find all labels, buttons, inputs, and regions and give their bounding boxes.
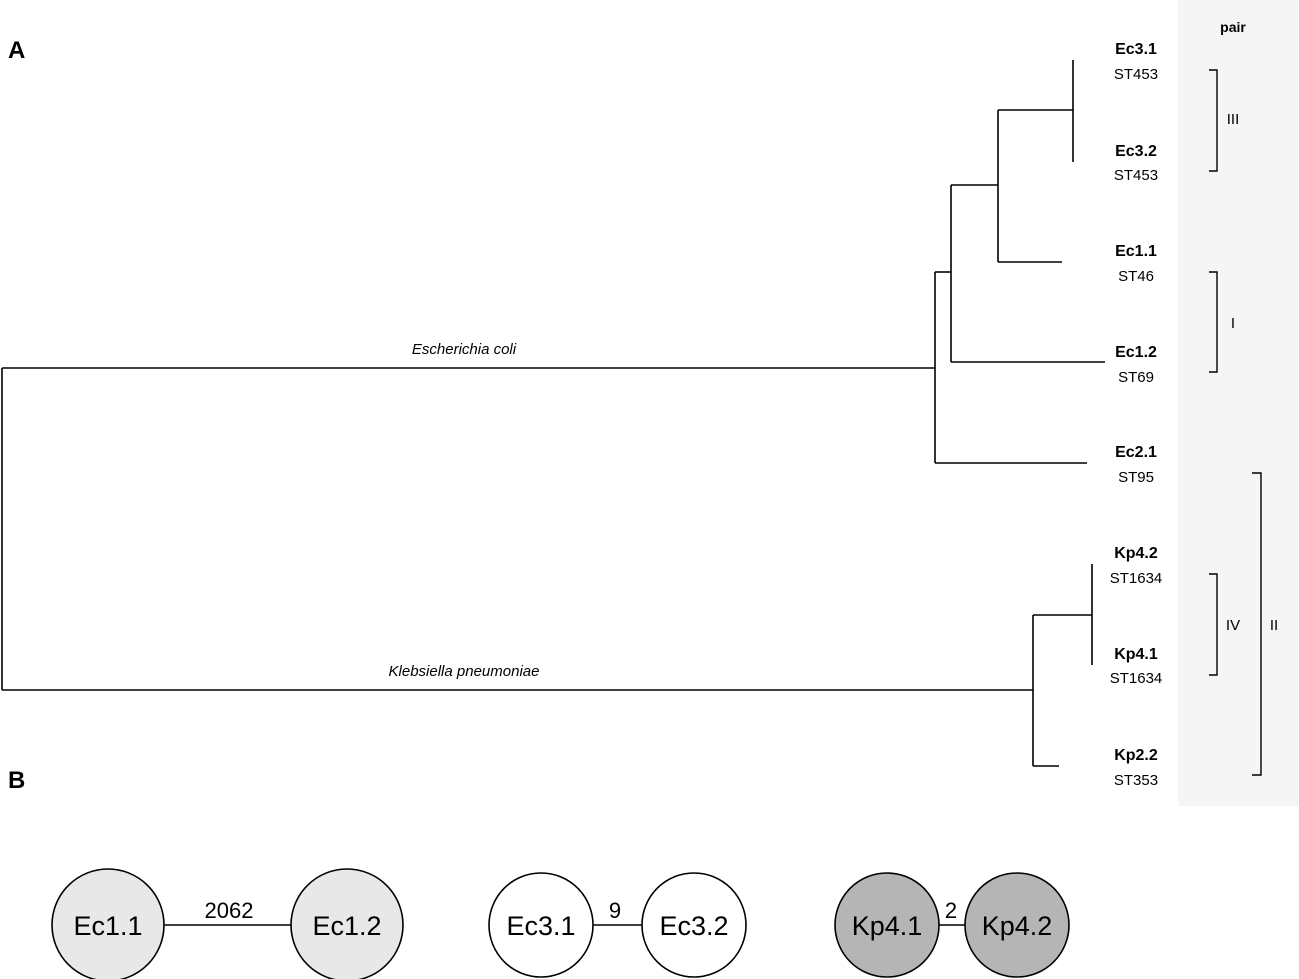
species-label-escherichia-coli: Escherichia coli bbox=[412, 341, 517, 358]
network-node bbox=[964, 872, 1070, 978]
node-label: Ec3.1 bbox=[506, 911, 575, 941]
species-label-klebsiella-pneumoniae: Klebsiella pneumoniae bbox=[389, 663, 540, 680]
pair-label: III bbox=[1227, 111, 1240, 128]
leaf-st: ST1634 bbox=[1110, 570, 1163, 587]
pair-bracket-ii bbox=[1252, 472, 1262, 776]
leaf-st: ST1634 bbox=[1110, 670, 1163, 687]
leaf-st: ST69 bbox=[1118, 369, 1154, 386]
leaf-st: ST453 bbox=[1114, 167, 1158, 184]
node-label: Ec1.1 bbox=[73, 911, 142, 941]
edge-distance-label: 2 bbox=[945, 898, 957, 923]
pair-brackets: III I IV II bbox=[1209, 69, 1278, 776]
network-ec1: Ec1.1 Ec1.2 2062 bbox=[51, 868, 404, 979]
network-node bbox=[488, 872, 594, 978]
network-node bbox=[290, 868, 404, 979]
phylogenetic-tree bbox=[1, 60, 1105, 767]
leaf-labels: Ec3.1 ST453 Ec3.2 ST453 Ec1.1 ST46 Ec1.2… bbox=[1110, 41, 1163, 789]
leaf-st: ST453 bbox=[1114, 66, 1158, 83]
leaf-name: Kp4.2 bbox=[1114, 545, 1158, 562]
network-kp4: Kp4.1 Kp4.2 2 bbox=[834, 872, 1070, 978]
node-label: Ec1.2 bbox=[312, 911, 381, 941]
node-label: Ec3.2 bbox=[659, 911, 728, 941]
pair-bracket-i bbox=[1209, 271, 1218, 373]
leaf-st: ST353 bbox=[1114, 772, 1158, 789]
network-node bbox=[51, 868, 165, 979]
panel-b-label: B bbox=[8, 767, 25, 794]
pair-bracket-iii bbox=[1209, 69, 1218, 172]
panel-a-label: A bbox=[8, 37, 25, 64]
leaf-name: Kp4.1 bbox=[1114, 646, 1158, 663]
pair-label: IV bbox=[1226, 617, 1240, 634]
edge-distance-label: 9 bbox=[609, 898, 621, 923]
pair-label: I bbox=[1231, 315, 1235, 332]
leaf-name: Ec2.1 bbox=[1115, 444, 1157, 461]
node-label: Kp4.2 bbox=[982, 911, 1053, 941]
leaf-name: Ec1.2 bbox=[1115, 344, 1157, 361]
edge-distance-label: 2062 bbox=[205, 898, 254, 923]
pair-label: II bbox=[1270, 617, 1278, 634]
leaf-name: Ec3.1 bbox=[1115, 41, 1157, 58]
network-ec3: Ec3.1 Ec3.2 9 bbox=[488, 872, 747, 978]
pair-column-background bbox=[1178, 0, 1298, 806]
pair-bracket-iv bbox=[1209, 573, 1218, 676]
leaf-st: ST46 bbox=[1118, 268, 1154, 285]
node-label: Kp4.1 bbox=[852, 911, 923, 941]
network-node bbox=[641, 872, 747, 978]
leaf-st: ST95 bbox=[1118, 469, 1154, 486]
leaf-name: Ec1.1 bbox=[1115, 243, 1157, 260]
leaf-name: Ec3.2 bbox=[1115, 143, 1157, 160]
network-node bbox=[834, 872, 940, 978]
pair-column-header: pair bbox=[1220, 19, 1246, 35]
leaf-name: Kp2.2 bbox=[1114, 747, 1158, 764]
